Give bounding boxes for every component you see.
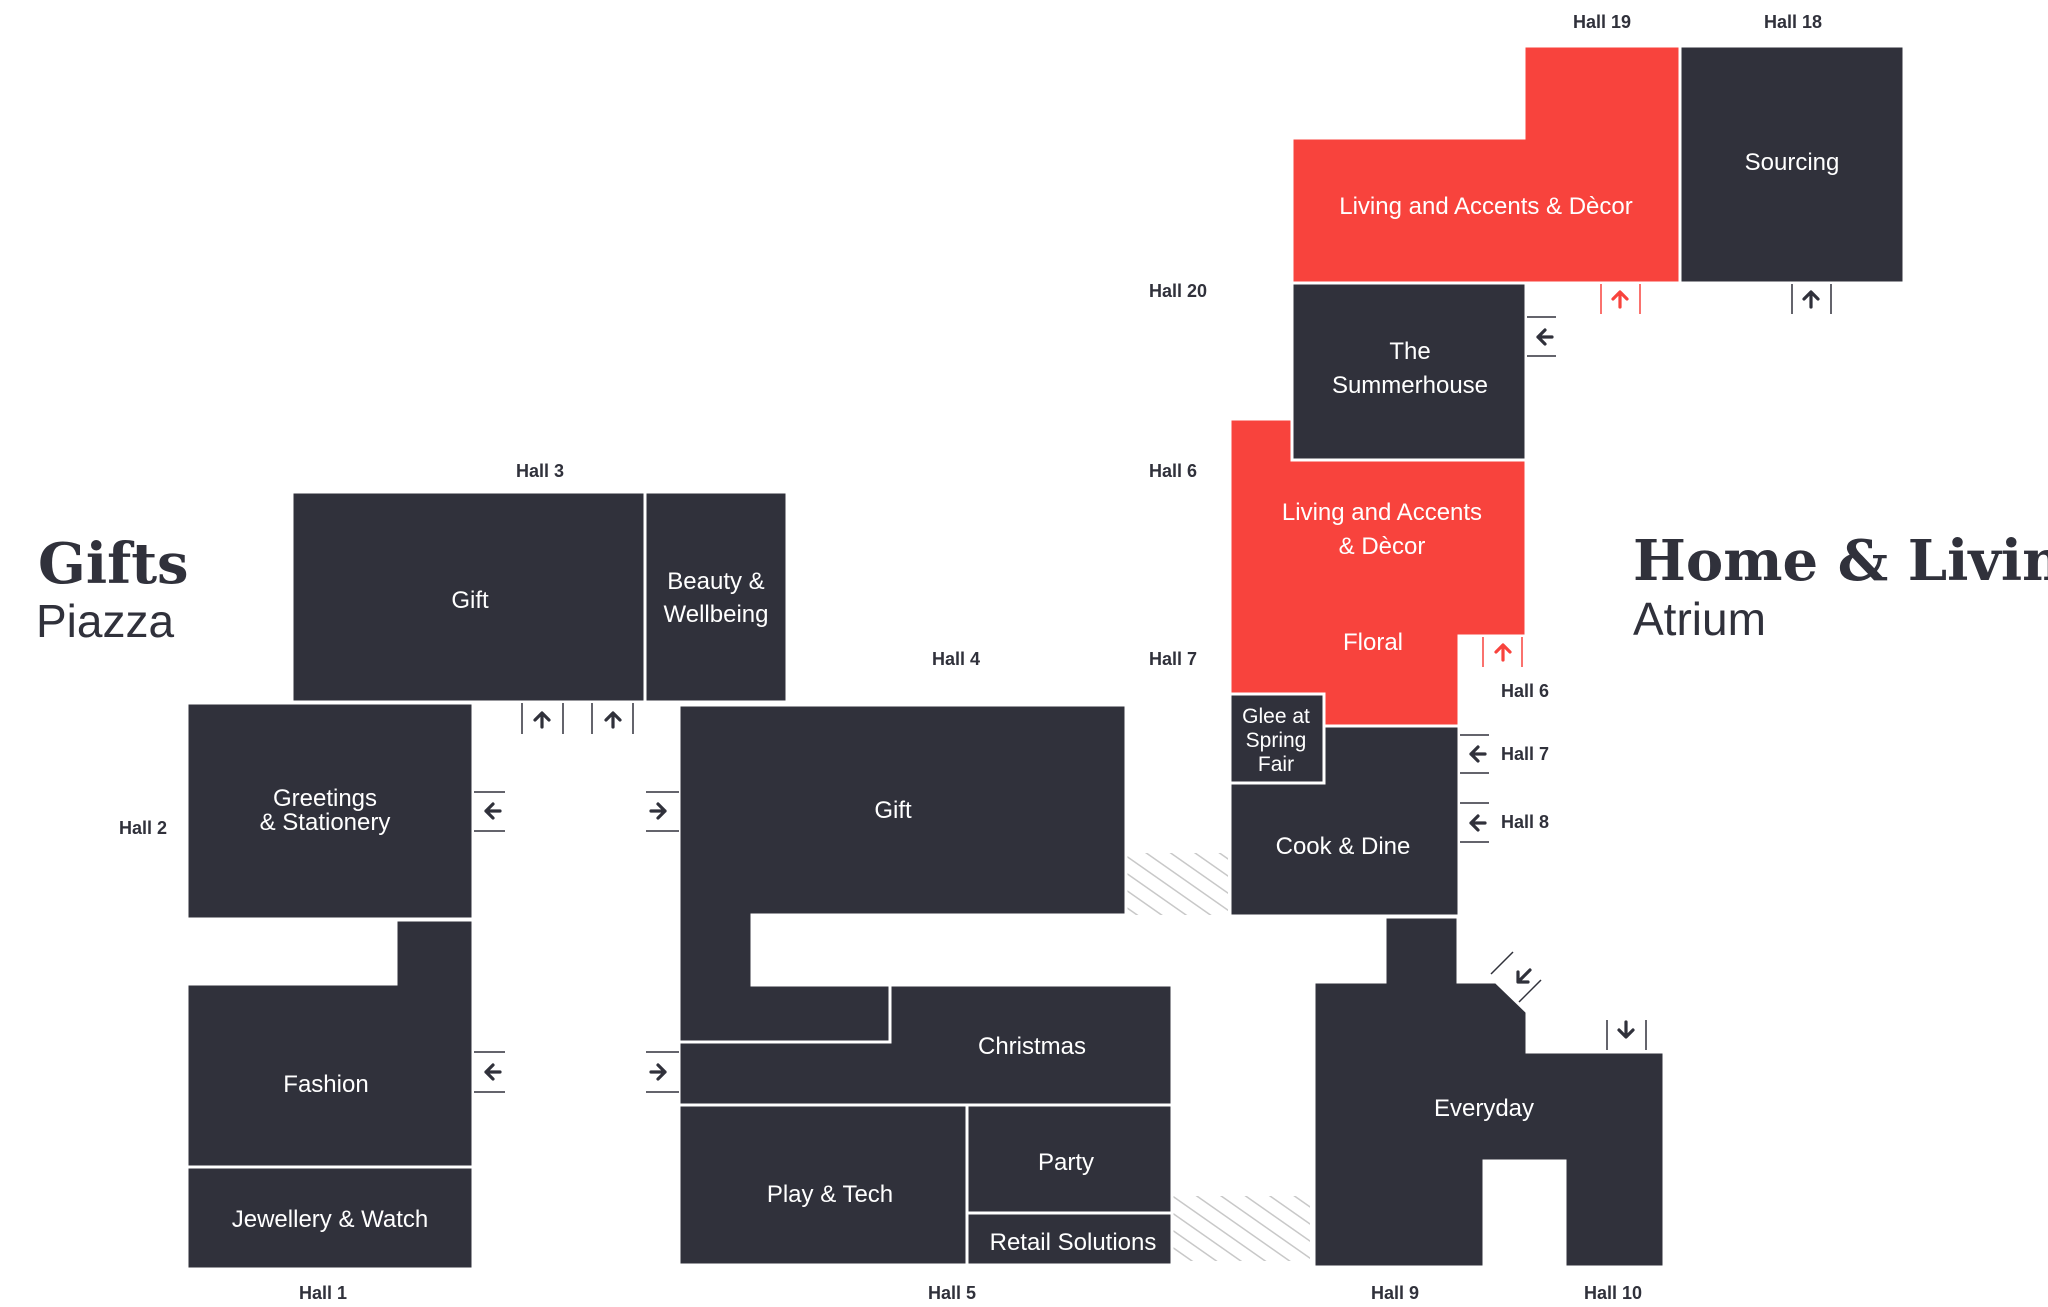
zone-gift-hall3[interactable]	[290, 490, 647, 704]
home-area-title: Home & Living	[1633, 528, 2048, 594]
walkway-hatched-upper	[1125, 853, 1228, 915]
entrance-marker-left-greetings	[474, 791, 505, 832]
arrow-left-icon	[484, 1063, 502, 1081]
entrance-marker-up-floral	[1482, 637, 1523, 667]
entrance-marker-diagonal-everyday	[1490, 951, 1542, 1003]
hall-label-2: Hall 2	[119, 818, 167, 838]
entrance-marker-left-fashion	[474, 1051, 505, 1093]
zone-label-greetings-1: Greetings	[273, 785, 377, 812]
entrance-marker-up-hall18	[1791, 284, 1832, 314]
zone-beauty-wellbeing[interactable]	[643, 490, 789, 704]
zone-sourcing[interactable]	[1678, 44, 1906, 285]
entrance-marker-left-hall8	[1460, 802, 1489, 843]
entrance-marker-up-1	[521, 703, 564, 734]
zone-label-living6-2: & Dècor	[1339, 533, 1426, 560]
zone-label-glee-2: Spring	[1246, 729, 1307, 752]
hall-label-10: Hall 10	[1584, 1283, 1642, 1303]
entrance-marker-up-hall19	[1600, 284, 1641, 314]
arrow-up-icon	[1802, 290, 1820, 309]
zone-living-accents-hall6[interactable]	[1228, 417, 1528, 728]
zone-label-beauty-2: Wellbeing	[664, 601, 769, 628]
zone-label-retail: Retail Solutions	[990, 1229, 1157, 1256]
hall-label-4: Hall 4	[932, 649, 980, 669]
hall-label-19: Hall 19	[1573, 12, 1631, 32]
home-area-subtitle: Atrium	[1633, 593, 1766, 645]
zone-label-gift-hall3: Gift	[451, 587, 489, 614]
hall-label-1: Hall 1	[299, 1283, 347, 1303]
zone-greetings-stationery[interactable]	[185, 701, 475, 921]
entrance-marker-down-everyday	[1606, 1020, 1647, 1050]
zone-label-play-tech: Play & Tech	[767, 1181, 893, 1208]
arrow-up-icon	[1611, 290, 1629, 309]
zone-label-glee-1: Glee at	[1242, 705, 1310, 728]
hall-label-9: Hall 9	[1371, 1283, 1419, 1303]
hall-label-20: Hall 20	[1149, 281, 1207, 301]
hall-label-6-top: Hall 6	[1149, 461, 1197, 481]
zone-label-floral: Floral	[1343, 629, 1403, 656]
entrance-marker-left-hall7	[1460, 734, 1489, 774]
arrow-left-icon	[1469, 745, 1487, 763]
walkway-hatched-lower	[1170, 1196, 1310, 1261]
entrance-marker-up-2	[591, 703, 634, 734]
arrow-right-icon	[649, 802, 667, 820]
zone-jewellery-watch[interactable]	[185, 1165, 475, 1271]
arrow-left-icon	[1536, 328, 1554, 346]
zone-label-christmas: Christmas	[978, 1033, 1086, 1060]
zone-everyday[interactable]	[1312, 915, 1666, 1269]
zone-label-cook-dine: Cook & Dine	[1276, 833, 1411, 860]
zone-party[interactable]	[965, 1103, 1174, 1215]
zone-label-glee-3: Fair	[1258, 753, 1294, 776]
entrance-marker-right-christmas	[646, 1051, 679, 1093]
arrow-down-icon	[1617, 1020, 1635, 1039]
hall-label-6-side: Hall 6	[1501, 681, 1549, 701]
zone-play-tech[interactable]	[677, 1103, 969, 1267]
zone-label-jewellery: Jewellery & Watch	[232, 1206, 429, 1233]
hall-label-8: Hall 8	[1501, 812, 1549, 832]
arrow-left-icon	[484, 802, 502, 820]
zone-label-gift-hall4: Gift	[874, 797, 912, 824]
zone-label-greetings-2: & Stationery	[260, 809, 391, 836]
arrow-right-icon	[649, 1063, 667, 1081]
zone-label-everyday: Everyday	[1434, 1095, 1534, 1122]
entrance-marker-left-summerhouse	[1527, 316, 1556, 357]
arrow-up-icon	[1494, 643, 1512, 662]
zone-label-living19: Living and Accents & Dècor	[1339, 193, 1633, 220]
arrow-up-icon	[533, 711, 551, 729]
zone-retail-solutions[interactable]	[965, 1211, 1174, 1267]
zone-label-beauty-1: Beauty &	[667, 568, 764, 595]
arrow-left-icon	[1469, 814, 1487, 832]
gifts-area-title: Gifts	[38, 531, 189, 597]
zone-fashion[interactable]	[185, 918, 475, 1169]
zone-label-fashion: Fashion	[283, 1071, 368, 1098]
hall-label-7-left: Hall 7	[1149, 649, 1197, 669]
hall-label-3: Hall 3	[516, 461, 564, 481]
zone-label-living6-1: Living and Accents	[1282, 499, 1482, 526]
zone-glee-spring-fair[interactable]	[1228, 692, 1326, 785]
entrance-marker-right-gift	[646, 791, 679, 832]
zone-living-accents-hall19[interactable]	[1290, 44, 1682, 285]
hall-label-18: Hall 18	[1764, 12, 1822, 32]
zone-label-summerhouse-1: The	[1389, 338, 1430, 365]
arrow-up-icon	[604, 711, 622, 729]
hall-label-7-side: Hall 7	[1501, 744, 1549, 764]
zone-label-sourcing: Sourcing	[1745, 149, 1840, 176]
zone-label-summerhouse-2: Summerhouse	[1332, 372, 1488, 399]
arrow-down-left-icon	[1516, 968, 1532, 984]
hall-label-5: Hall 5	[928, 1283, 976, 1303]
zone-cook-dine[interactable]	[1228, 724, 1461, 918]
zone-label-party: Party	[1038, 1149, 1094, 1176]
gifts-area-subtitle: Piazza	[36, 595, 174, 647]
